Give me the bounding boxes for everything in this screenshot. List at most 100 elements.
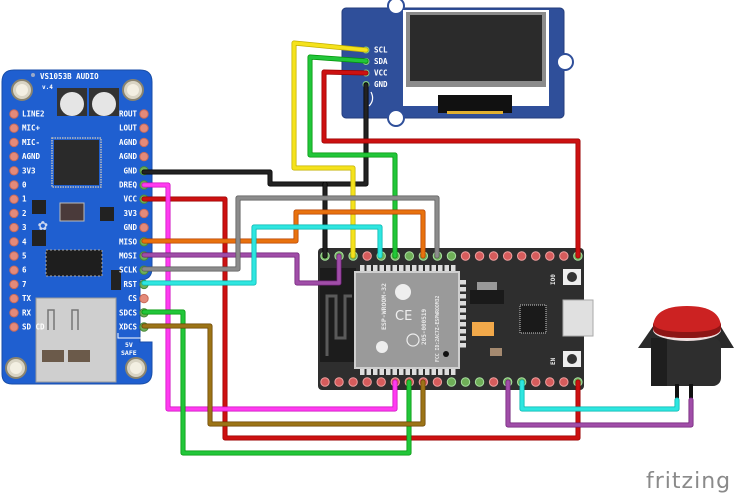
esp32-pin[interactable] [432, 377, 443, 387]
vs1053-pin[interactable] [139, 151, 149, 162]
vs1053-pin-label: GND [123, 223, 137, 232]
sdcs-wire[interactable] [142, 310, 411, 455]
vs1053-pin[interactable] [139, 293, 149, 304]
vs1053-pin[interactable] [9, 137, 19, 148]
esp32-pin[interactable] [545, 377, 555, 387]
module-pad [418, 265, 423, 271]
module-text: FCC ID:2AC7Z-ESPWROOM32 [435, 295, 441, 362]
vs1053-board: VS1053B AUDIO v.4 ✿ 5V SAFE LINE2MIC+MIC… [1, 69, 153, 385]
fritzing-watermark: fritzing [646, 469, 731, 494]
esp32-pin[interactable] [362, 251, 372, 261]
vs1053-pin[interactable] [9, 279, 19, 290]
xdcs-wire[interactable] [142, 324, 425, 426]
module-pad [444, 369, 449, 375]
esp32-pin[interactable] [559, 251, 569, 261]
vs1053-pin[interactable] [9, 151, 19, 162]
vs1053-pin-label: AGND [22, 152, 41, 161]
io0-label: IO0 [550, 274, 557, 285]
vs1053-pin[interactable] [139, 222, 149, 233]
vcc-wire[interactable] [142, 197, 580, 440]
module-pad [460, 301, 466, 306]
oled-sda-wire[interactable] [308, 55, 397, 258]
esp32-pin[interactable] [320, 377, 330, 387]
esp32-pin[interactable] [446, 377, 457, 387]
module-pad [399, 265, 404, 271]
vs1053-pin[interactable] [9, 123, 19, 133]
esp32-pin[interactable] [362, 377, 372, 387]
vs1053-pin-label: 0 [22, 181, 27, 190]
wifi-alliance-icon [376, 341, 388, 353]
esp32-pin[interactable] [348, 377, 358, 387]
vs1053-version: v.4 [42, 84, 53, 91]
vs1053-pin[interactable] [9, 194, 19, 204]
sclk-wire[interactable] [142, 196, 439, 271]
esp32-pin[interactable] [488, 377, 499, 387]
esp32-pin[interactable] [531, 377, 541, 387]
esp32-pin[interactable] [502, 251, 513, 261]
vs1053-pin[interactable] [9, 166, 19, 176]
button-cap[interactable] [653, 306, 721, 338]
esp32-pin[interactable] [545, 251, 555, 261]
oled-gnd-wire[interactable] [142, 83, 368, 186]
esp32-pin[interactable] [460, 377, 471, 387]
module-pad [460, 322, 466, 327]
vs1053-pin[interactable] [9, 322, 19, 332]
module-pad [438, 369, 443, 375]
miso-wire[interactable] [142, 210, 425, 258]
vs1053-pin[interactable] [9, 237, 19, 247]
vs1053-pin-label: 2 [22, 209, 27, 218]
module-pad [360, 369, 365, 375]
oled-pin-label: SCL [374, 46, 388, 55]
vs1053-pin[interactable] [139, 109, 149, 119]
vs1053-pin[interactable] [9, 208, 19, 219]
mosi-wire[interactable] [142, 253, 341, 285]
vs1053-pin-label: MISO [119, 237, 138, 246]
module-pad [431, 265, 436, 271]
module-pad [392, 265, 397, 271]
vs1053-pin[interactable] [9, 180, 19, 190]
vs1053-pin[interactable] [9, 251, 19, 261]
vs1053-pin[interactable] [9, 293, 19, 304]
vs1053-pin[interactable] [139, 208, 149, 219]
rst-wire[interactable] [142, 225, 382, 285]
dreq-wire[interactable] [142, 183, 397, 411]
oled-pin-label: GND [374, 80, 388, 89]
esp32-pin[interactable] [404, 251, 414, 261]
esp32-pin[interactable] [376, 377, 386, 387]
esp32-pin[interactable] [474, 251, 485, 261]
vs1053-pin-label: MIC+ [22, 124, 41, 133]
esp32-pin[interactable] [460, 251, 471, 261]
module-pad [460, 336, 466, 341]
vs1053-pin[interactable] [9, 265, 19, 275]
esp32-pin[interactable] [517, 251, 527, 261]
esp32-pin[interactable] [531, 251, 541, 261]
vs1053-pin-label: LINE2 [22, 110, 45, 119]
safe-label-5v: 5V [125, 341, 133, 349]
esp32-pin[interactable] [559, 377, 569, 387]
en-label: EN [550, 357, 557, 365]
module-pad [386, 369, 391, 375]
push-button[interactable] [638, 306, 734, 406]
esp32-pin[interactable] [446, 251, 457, 261]
vs1053-pin-label: XDCS [119, 323, 138, 332]
vs1053-pin[interactable] [139, 137, 149, 148]
esp32-pin[interactable] [334, 377, 344, 387]
module-pad [360, 265, 365, 271]
vs1053-pin-label: 6 [22, 266, 27, 275]
module-pad [460, 287, 466, 292]
esp32-pin[interactable] [474, 377, 485, 387]
oled-vcc-wire[interactable] [322, 70, 580, 258]
micro-usb-port[interactable] [562, 299, 594, 337]
esp32-board: ESP-WROOM-32 205-000519 FCC ID:2AC7Z-ESP… [318, 248, 594, 390]
button-cyan-wire[interactable] [520, 380, 679, 411]
vs1053-pin[interactable] [139, 123, 149, 133]
vs1053-pin[interactable] [9, 222, 19, 233]
vs1053-pin[interactable] [9, 308, 19, 318]
vs1053-pin[interactable] [9, 109, 19, 119]
module-pad [460, 308, 466, 313]
esp32-pin[interactable] [488, 251, 499, 261]
vs1053-pin-label: TX [22, 294, 32, 303]
button-purple-wire[interactable] [506, 380, 693, 427]
